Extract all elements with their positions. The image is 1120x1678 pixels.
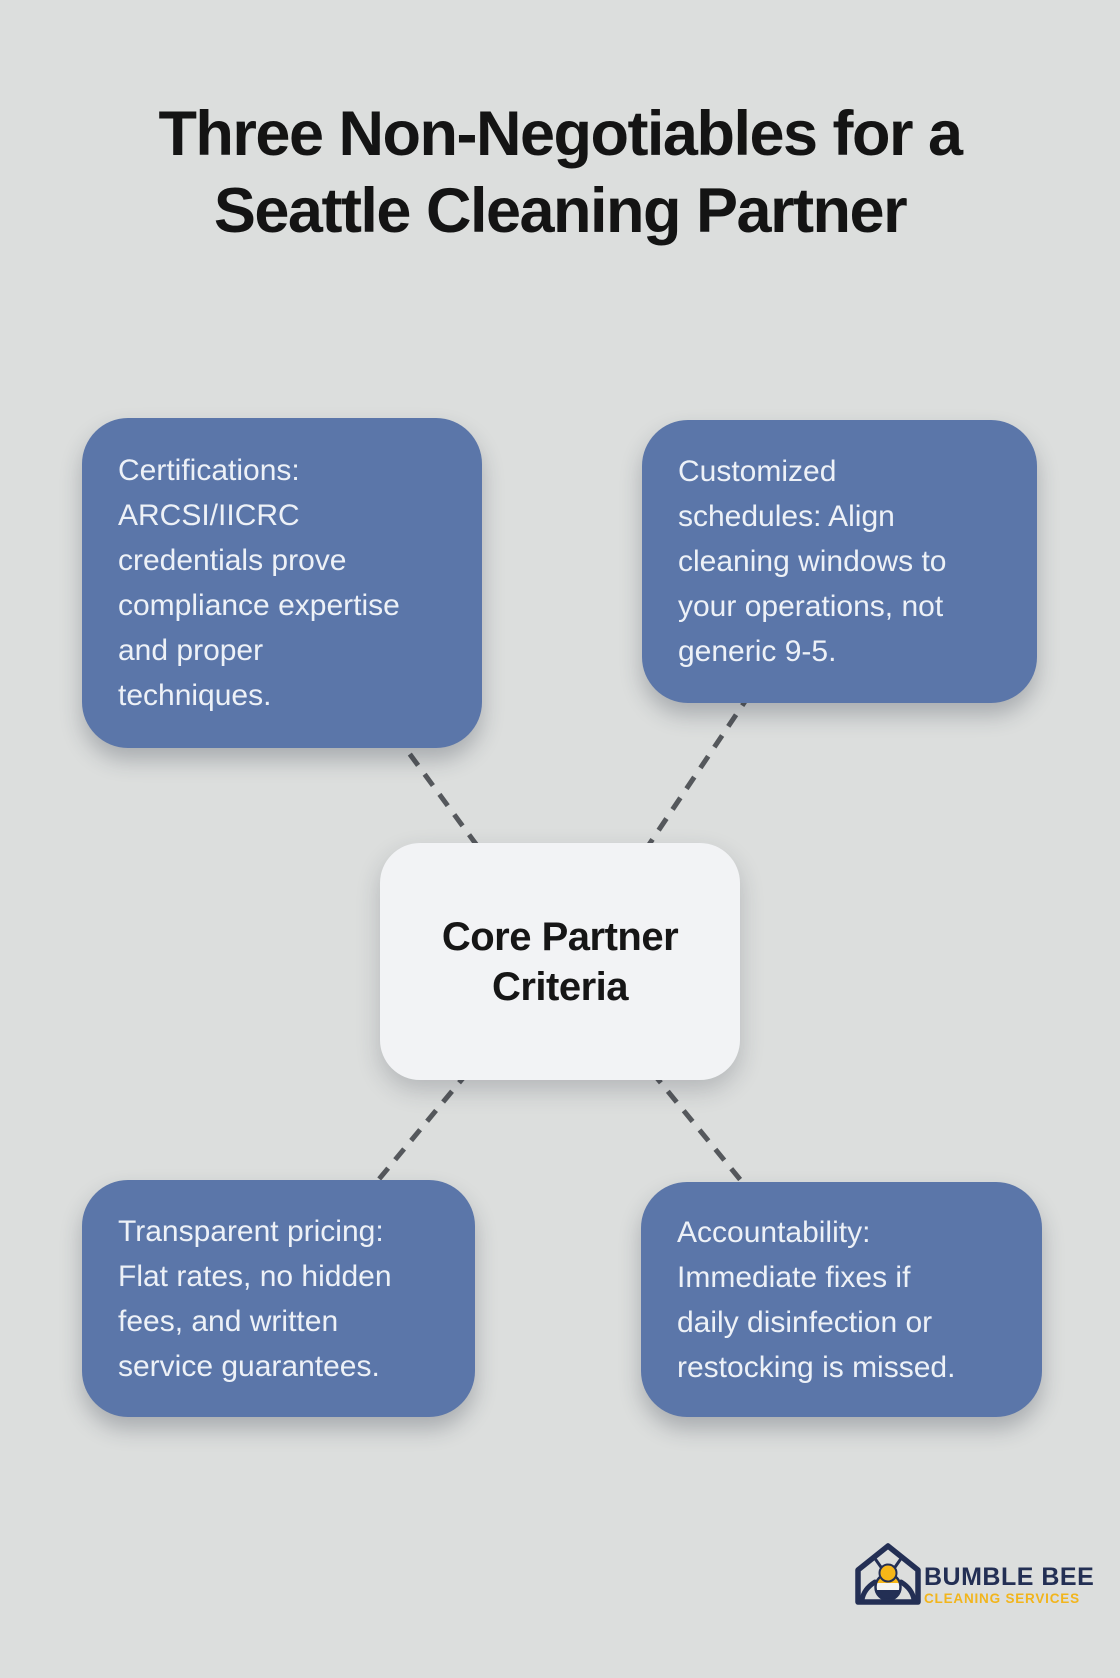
card-certifications: Certifications: ARCSI/IICRC credentials … <box>82 418 482 748</box>
card-transparent-pricing: Transparent pricing: Flat rates, no hidd… <box>82 1180 475 1417</box>
card-customized-schedules-text: Customized schedules: Align cleaning win… <box>678 455 947 668</box>
house-bee-icon <box>855 1543 921 1605</box>
center-card-label: Core Partner Criteria <box>441 914 679 1009</box>
connector-top-right <box>639 692 753 857</box>
card-accountability: Accountability: Immediate fixes if daily… <box>641 1182 1042 1417</box>
card-accountability-text: Accountability: Immediate fixes if daily… <box>677 1215 956 1384</box>
card-customized-schedules: Customized schedules: Align cleaning win… <box>642 420 1037 703</box>
connector-bottom-right <box>650 1070 754 1196</box>
logo-text: BUMBLE BEE CLEANING SERVICES <box>924 1563 1095 1607</box>
card-certifications-text: Certifications: ARCSI/IICRC credentials … <box>118 454 400 712</box>
logo-tagline: CLEANING SERVICES <box>924 1591 1080 1606</box>
connector-bottom-left <box>368 1070 470 1192</box>
center-card-core-criteria: Core Partner Criteria <box>380 843 740 1080</box>
connector-top-left <box>392 732 487 857</box>
page-title: Three Non-Negotiables for a Seattle Clea… <box>158 99 963 246</box>
bumble-bee-logo: BUMBLE BEE CLEANING SERVICES <box>853 1542 1094 1610</box>
card-transparent-pricing-text: Transparent pricing: Flat rates, no hidd… <box>118 1214 392 1383</box>
logo-brand: BUMBLE BEE <box>924 1563 1095 1591</box>
